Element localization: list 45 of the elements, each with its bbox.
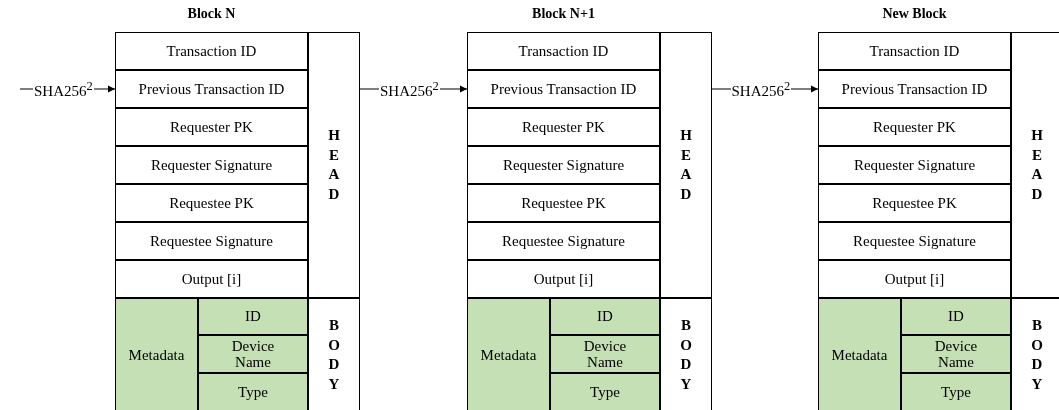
field-cell: Transaction ID [818, 32, 1011, 70]
edge-label: SHA256$^{2}$ [730, 79, 792, 99]
metadata-field-cell: Device Name [901, 335, 1011, 373]
field-cell: Output [i] [467, 260, 660, 298]
metadata-cell: Metadata [818, 298, 901, 410]
field-cell: Requestee Signature [467, 222, 660, 260]
section-label-cell: BODY [308, 298, 360, 410]
field-cell: Requestee Signature [115, 222, 308, 260]
block-title: New Block [881, 6, 948, 22]
metadata-field-cell: Type [901, 373, 1011, 410]
section-label-cell: HEAD [308, 32, 360, 298]
field-cell: Previous Transaction ID [818, 70, 1011, 108]
metadata-cell: Metadata [115, 298, 198, 410]
field-cell: Transaction ID [115, 32, 308, 70]
metadata-field-cell: Device Name [198, 335, 308, 373]
metadata-field-cell: ID [198, 298, 308, 335]
block-title: Block N [186, 6, 237, 22]
metadata-field-cell: ID [550, 298, 660, 335]
metadata-field-cell: ID [901, 298, 1011, 335]
section-label-cell: HEAD [1011, 32, 1059, 298]
field-cell: Requester Signature [115, 146, 308, 184]
edge-label: SHA256$^{2}$ [33, 79, 94, 99]
metadata-field-cell: Type [550, 373, 660, 410]
field-cell: Requester Signature [467, 146, 660, 184]
field-cell: Requester PK [818, 108, 1011, 146]
metadata-field-cell: Device Name [550, 335, 660, 373]
field-cell: Output [i] [818, 260, 1011, 298]
section-label-cell: BODY [660, 298, 712, 410]
field-cell: Transaction ID [467, 32, 660, 70]
edge-label: SHA256$^{2}$ [379, 79, 440, 99]
section-label-cell: BODY [1011, 298, 1059, 410]
field-cell: Requestee PK [818, 184, 1011, 222]
field-cell: Requestee Signature [818, 222, 1011, 260]
field-cell: Requester PK [115, 108, 308, 146]
field-cell: Requestee PK [115, 184, 308, 222]
field-cell: Previous Transaction ID [115, 70, 308, 108]
field-cell: Requester Signature [818, 146, 1011, 184]
metadata-field-cell: Type [198, 373, 308, 410]
block-title: Block N+1 [531, 6, 596, 22]
field-cell: Previous Transaction ID [467, 70, 660, 108]
field-cell: Requester PK [467, 108, 660, 146]
metadata-cell: Metadata [467, 298, 550, 410]
field-cell: Requestee PK [467, 184, 660, 222]
section-label-cell: HEAD [660, 32, 712, 298]
field-cell: Output [i] [115, 260, 308, 298]
